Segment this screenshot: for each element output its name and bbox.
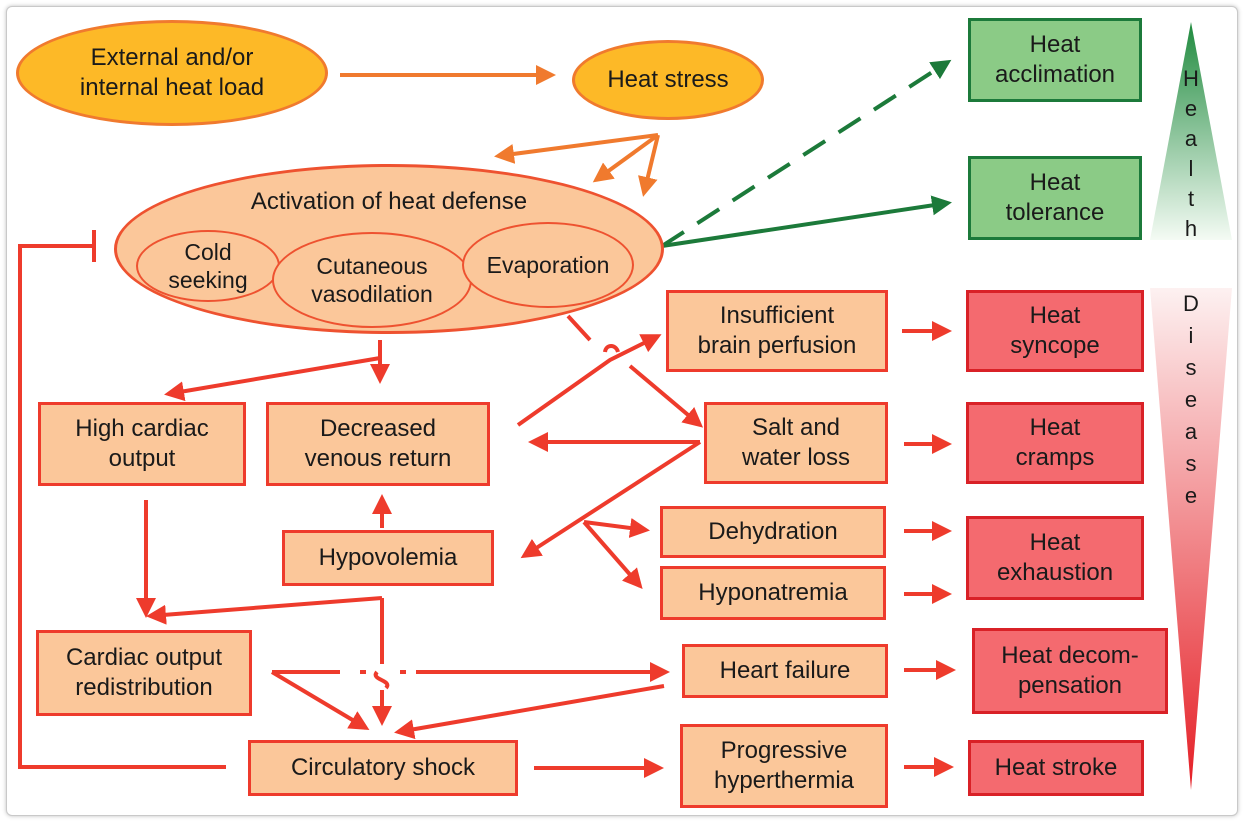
heat-exhaustion-box: Heat exhaustion	[966, 516, 1144, 600]
cutaneous-vasodilation-node: Cutaneous vasodilation	[272, 232, 472, 328]
arrow-stress-to-defense-left	[494, 133, 659, 164]
arrow-hypovolemia-to-shock	[376, 598, 388, 722]
heat-decompensation-box: Heat decom- pensation	[972, 628, 1168, 714]
disease-letter: D	[1183, 291, 1199, 316]
health-letter: H	[1183, 66, 1199, 91]
arrow-stress-to-defense-mid	[592, 133, 660, 183]
disease-letter: e	[1184, 387, 1198, 412]
heat-cramps-box: Heat cramps	[966, 402, 1144, 484]
circulatory-shock-box: Circulatory shock	[248, 740, 518, 796]
disease-letter: a	[1184, 419, 1198, 444]
heat-syncope-box: Heat syncope	[966, 290, 1144, 372]
disease-letter: s	[1185, 451, 1197, 476]
arrow-branch-to-dehydration	[583, 518, 650, 538]
cold-seeking-node: Cold seeking	[136, 230, 280, 302]
high-cardiac-output-box: High cardiac output	[38, 402, 246, 486]
arrow-hypovolemia-to-redistribution	[146, 596, 383, 625]
decreased-venous-return-box: Decreased venous return	[266, 402, 490, 486]
disease-gradient-triangle	[1150, 288, 1232, 790]
disease-letter: e	[1184, 483, 1198, 508]
hyponatremia-box: Hyponatremia	[660, 566, 886, 620]
heat-defense-title: Activation of heat defense	[250, 188, 528, 215]
health-scale-label: H e a l t h	[1180, 64, 1202, 244]
health-letter: h	[1184, 216, 1198, 241]
salt-water-loss-box: Salt and water loss	[704, 402, 888, 484]
cardiac-output-redistribution-box: Cardiac output redistribution	[36, 630, 252, 716]
arrow-defense-to-acclimation	[660, 59, 952, 248]
heat-tolerance-box: Heat tolerance	[968, 156, 1142, 240]
arrow-branch-to-hyponatremia	[582, 520, 643, 590]
disease-scale-label: D i s e a s e	[1180, 288, 1202, 512]
disease-letter: s	[1185, 355, 1197, 380]
disease-letter: i	[1188, 323, 1194, 348]
heat-stress-node: Heat stress	[572, 40, 764, 120]
heat-acclimation-box: Heat acclimation	[968, 18, 1142, 102]
external-heat-load-node: External and/or internal heat load	[16, 20, 328, 126]
heart-failure-box: Heart failure	[682, 644, 888, 698]
health-letter: e	[1184, 96, 1198, 121]
inhibition-feedback-line	[18, 244, 226, 769]
hypovolemia-box: Hypovolemia	[282, 530, 494, 586]
arrow-defense-to-high-cardiac	[164, 340, 382, 402]
health-letter: l	[1188, 156, 1194, 181]
arrow-defense-to-tolerance	[661, 195, 952, 248]
arrow-stress-to-defense-right	[638, 134, 660, 197]
insufficient-brain-perfusion-box: Insufficient brain perfusion	[666, 290, 888, 372]
arrow-redistribution-to-shock	[270, 670, 370, 731]
heat-stroke-box: Heat stroke	[968, 740, 1144, 796]
progressive-hyperthermia-box: Progressive hyperthermia	[680, 724, 888, 808]
arrow-salt-to-hypovolemia	[520, 440, 702, 559]
evaporation-node: Evaporation	[462, 222, 634, 308]
arrow-heart-failure-to-shock	[394, 684, 665, 740]
arrow-venous-to-brain	[516, 334, 662, 427]
health-letter: a	[1184, 126, 1198, 151]
health-letter: t	[1187, 186, 1195, 211]
arrow-defense-to-salt-water	[566, 314, 700, 425]
dehydration-box: Dehydration	[660, 506, 886, 558]
health-gradient-triangle	[1150, 22, 1232, 240]
